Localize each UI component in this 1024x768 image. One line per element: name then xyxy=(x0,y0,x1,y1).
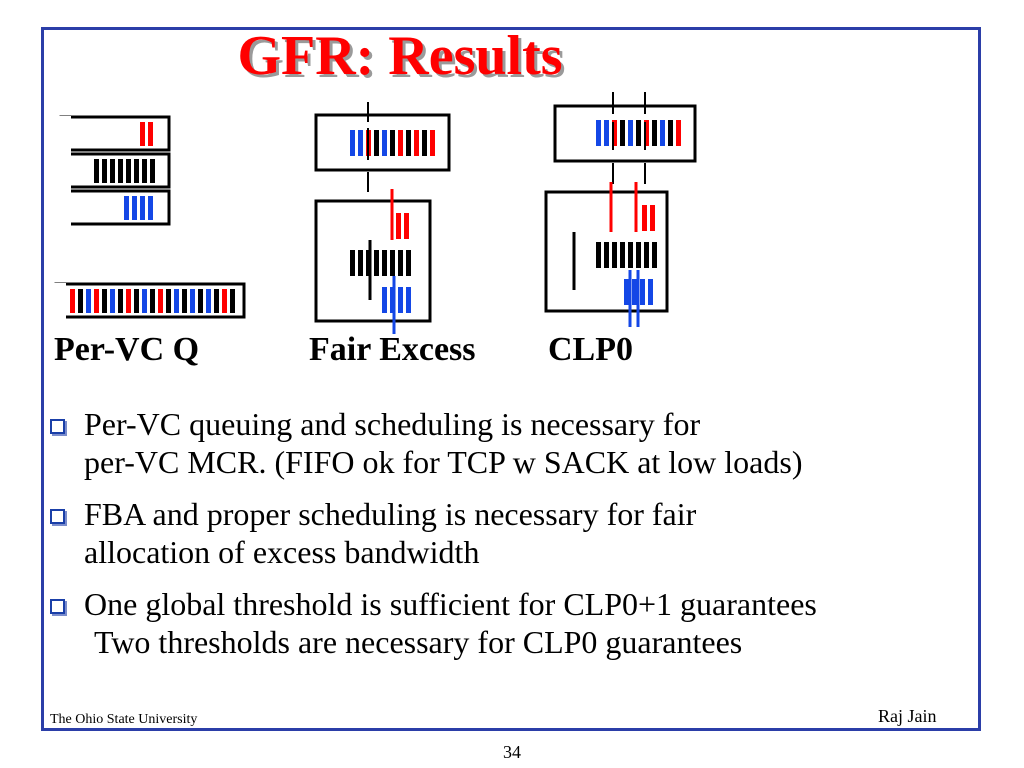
caption-per-vc: Per-VC Q xyxy=(54,331,200,368)
fair-excess-fifo xyxy=(314,102,451,192)
clp0-buffer xyxy=(544,182,669,327)
bullet-line: FBA and proper scheduling is necessary f… xyxy=(84,496,697,532)
cells-blue xyxy=(124,196,153,220)
caption-fair-excess: Fair Excess xyxy=(309,331,476,368)
bullet-list: Per-VC queuing and scheduling is necessa… xyxy=(46,405,996,675)
bullet-item: Per-VC queuing and scheduling is necessa… xyxy=(46,405,996,481)
bullet-item: FBA and proper scheduling is necessary f… xyxy=(46,495,996,571)
slide-title: GFR: Results xyxy=(237,25,563,87)
bullet-box-icon xyxy=(50,599,65,614)
bullet-item: One global threshold is sufficient for C… xyxy=(46,585,996,661)
bullet-line: One global threshold is sufficient for C… xyxy=(84,586,817,622)
page-number: 34 xyxy=(503,742,521,762)
bullet-line: Two thresholds are necessary for CLP0 gu… xyxy=(94,624,743,660)
clp0-fifo xyxy=(553,92,697,184)
slide-frame xyxy=(41,27,981,731)
bullet-line: per-VC MCR. (FIFO ok for TCP w SACK at l… xyxy=(84,444,803,480)
bullet-box-icon xyxy=(50,509,65,524)
fair-excess-buffer xyxy=(314,189,432,334)
bullet-line: Per-VC queuing and scheduling is necessa… xyxy=(84,406,701,442)
queue-open-end xyxy=(59,116,71,226)
output-link xyxy=(54,282,246,319)
fifo-cells xyxy=(350,130,435,156)
footer-author: Raj Jain xyxy=(878,706,937,726)
bullet-line: allocation of excess bandwidth xyxy=(84,534,480,570)
caption-clp0: CLP0 xyxy=(548,331,633,368)
cells-black xyxy=(94,159,155,183)
footer-institution: The Ohio State University xyxy=(50,712,198,727)
per-vc-queues xyxy=(59,115,171,226)
cells-red xyxy=(140,122,153,146)
bullet-box-icon xyxy=(50,419,65,434)
output-cells xyxy=(70,289,235,313)
